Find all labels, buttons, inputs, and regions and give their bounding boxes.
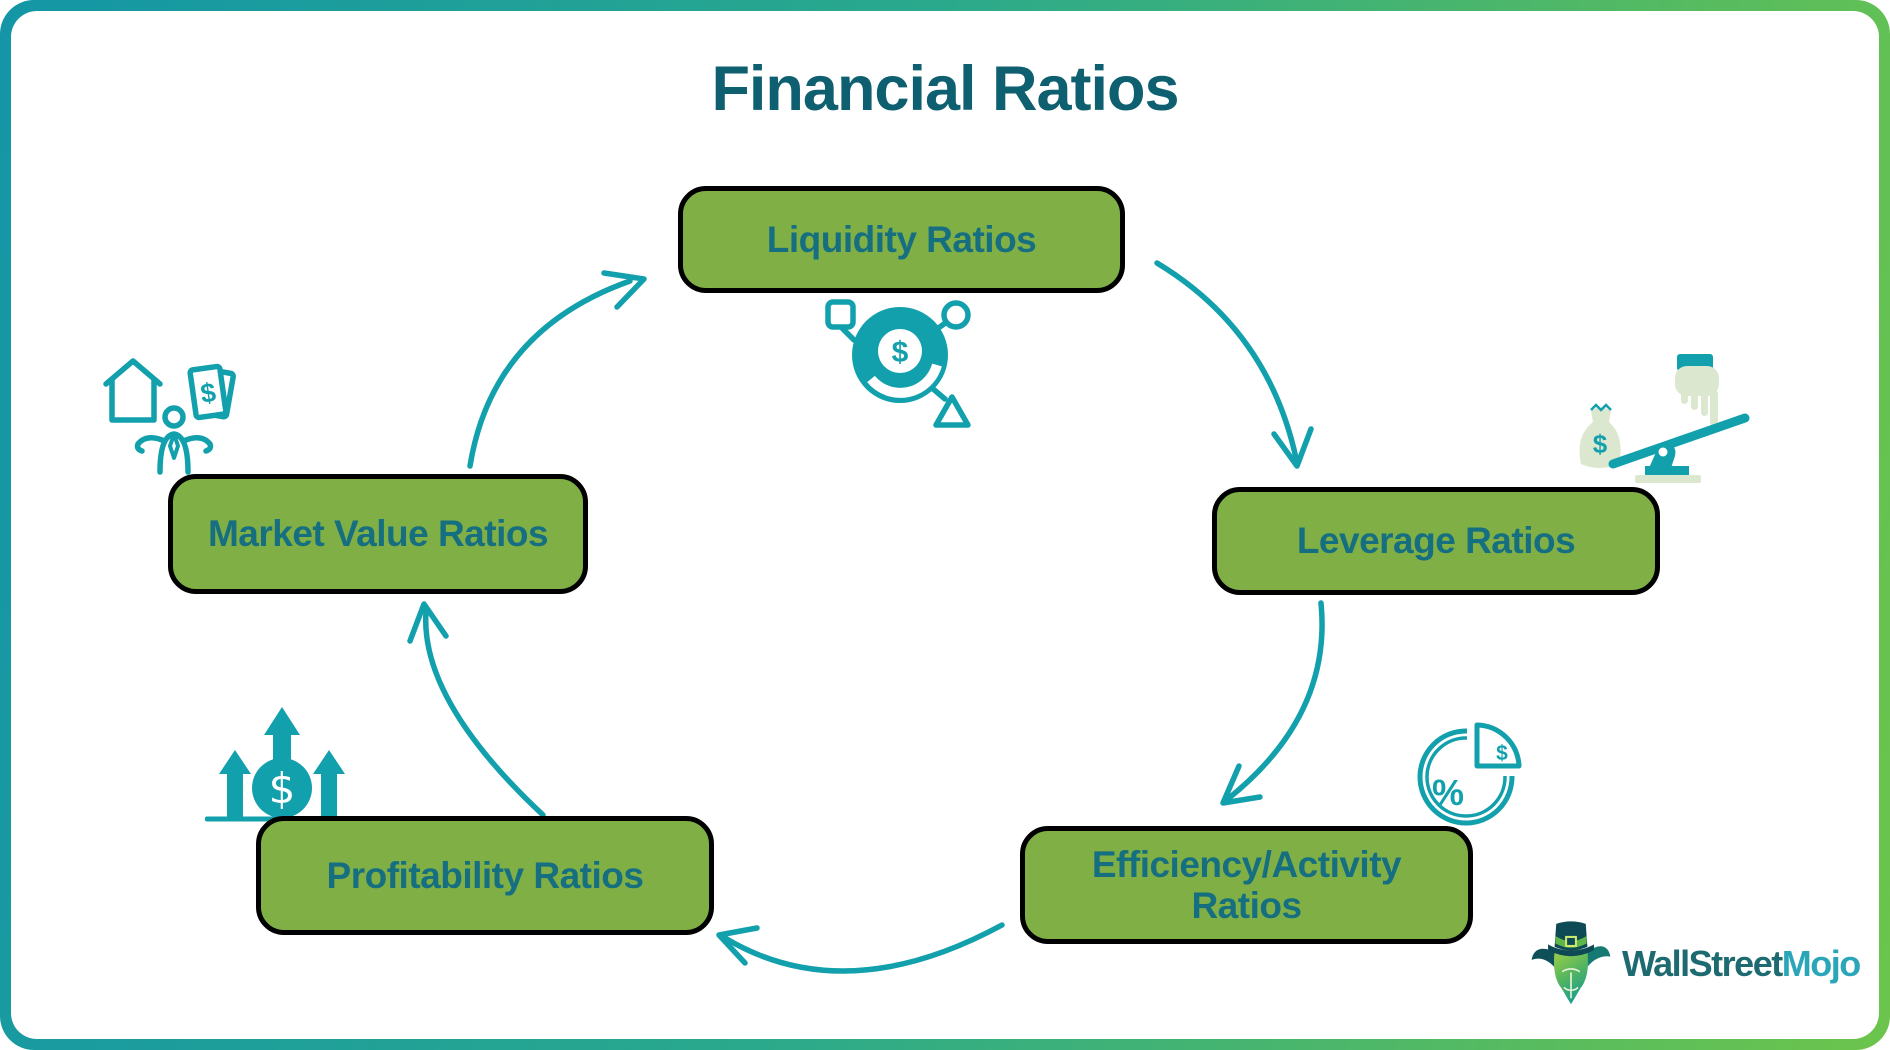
arrow-market-to-liquidity: [467, 270, 647, 469]
arrow-efficiency-to-profitability: [716, 922, 1005, 974]
node-label: Market Value Ratios: [207, 513, 549, 555]
node-label: Leverage Ratios: [1296, 520, 1576, 562]
node-market-value-ratios: Market Value Ratios: [168, 474, 588, 594]
brand-name: WallStreetMojo: [1622, 943, 1861, 985]
bull-tophat-icon: [1531, 921, 1611, 1005]
dollar-glyph: $: [892, 336, 909, 369]
arrow-profitability-to-market: [407, 601, 546, 818]
arrow-leverage-to-efficiency: [1220, 600, 1325, 806]
arrow-liquidity-to-leverage: [1154, 260, 1314, 469]
pie-chart-percent-dollar-icon: $ %: [1417, 715, 1545, 826]
money-pie-shapes-icon: $: [825, 299, 971, 428]
percent-glyph: %: [1432, 772, 1464, 813]
page-title: Financial Ratios: [711, 54, 1179, 124]
node-liquidity-ratios: Liquidity Ratios: [678, 186, 1125, 293]
dollar-glyph: $: [1593, 429, 1608, 459]
node-profitability-ratios: Profitability Ratios: [256, 816, 714, 935]
brand-logo: WallStreetMojo: [1530, 918, 1861, 1010]
node-efficiency-activity-ratios: Efficiency/Activity Ratios: [1020, 826, 1473, 944]
brand-name-secondary: Mojo: [1781, 943, 1861, 984]
person-house-money-icon: $: [103, 358, 236, 475]
node-label: Efficiency/Activity Ratios: [1091, 843, 1402, 926]
node-leverage-ratios: Leverage Ratios: [1212, 487, 1660, 595]
node-label: Liquidity Ratios: [766, 218, 1037, 260]
growth-arrows-dollar-icon: $: [205, 707, 360, 822]
brand-name-primary: WallStreet: [1622, 943, 1783, 984]
node-label: Profitability Ratios: [326, 854, 644, 896]
seesaw-money-bag-hand-icon: $: [1579, 354, 1750, 483]
dollar-glyph: $: [1496, 742, 1508, 765]
dollar-glyph: $: [199, 377, 218, 409]
diagram-canvas: Financial Ratios: [11, 11, 1879, 1039]
dollar-glyph: $: [269, 764, 296, 813]
